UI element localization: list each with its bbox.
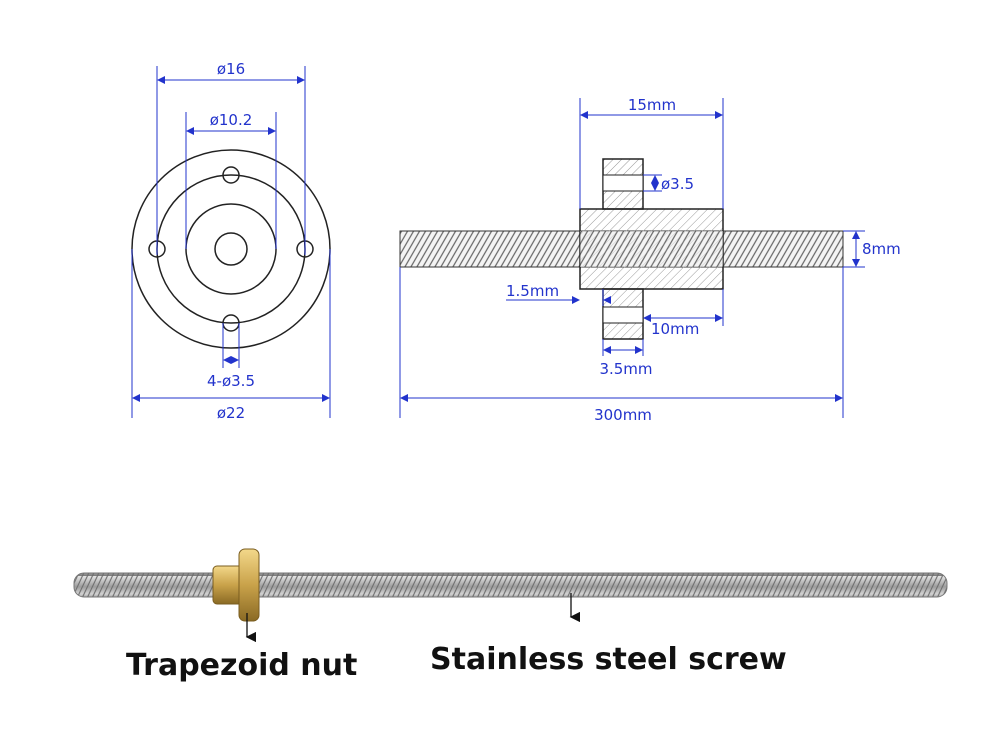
stainless-screw-label: Stainless steel screw <box>430 642 787 677</box>
dim-flange-width: 3.5mm <box>599 360 652 378</box>
front-view: ø16 ø10.2 4-ø3.5 ø22 <box>131 60 331 422</box>
flange-hole-top <box>602 174 644 192</box>
dim-outer-diameter: ø16 <box>217 60 245 78</box>
flange-outline <box>131 149 331 349</box>
product-photo <box>73 548 948 643</box>
dim-nut-length: 15mm <box>628 96 676 114</box>
body-outline <box>156 174 306 324</box>
nut-threads <box>580 231 723 267</box>
trapezoid-nut-label: Trapezoid nut <box>126 648 358 683</box>
steel-screw-rod <box>73 572 948 598</box>
brass-nut-flange <box>238 548 260 622</box>
bore-outline <box>214 232 248 266</box>
thread-outline <box>185 203 277 295</box>
dim-flange-hole: ø3.5 <box>661 175 694 193</box>
flange-hole-bottom <box>602 306 644 324</box>
dim-flange-step: 1.5mm <box>506 282 559 300</box>
dim-flange-diameter: ø22 <box>217 404 245 422</box>
dim-body-length: 10mm <box>651 320 699 338</box>
dim-rod-length: 300mm <box>594 406 652 424</box>
dim-hole-diameter: 4-ø3.5 <box>207 372 255 390</box>
dim-rod-diameter: 8mm <box>862 240 901 258</box>
mount-hole-top <box>222 166 240 184</box>
dim-inner-diameter: ø10.2 <box>210 111 253 129</box>
side-view: 15mm ø3.5 8mm 1.5mm 10mm 3.5mm 300mm <box>399 96 901 424</box>
